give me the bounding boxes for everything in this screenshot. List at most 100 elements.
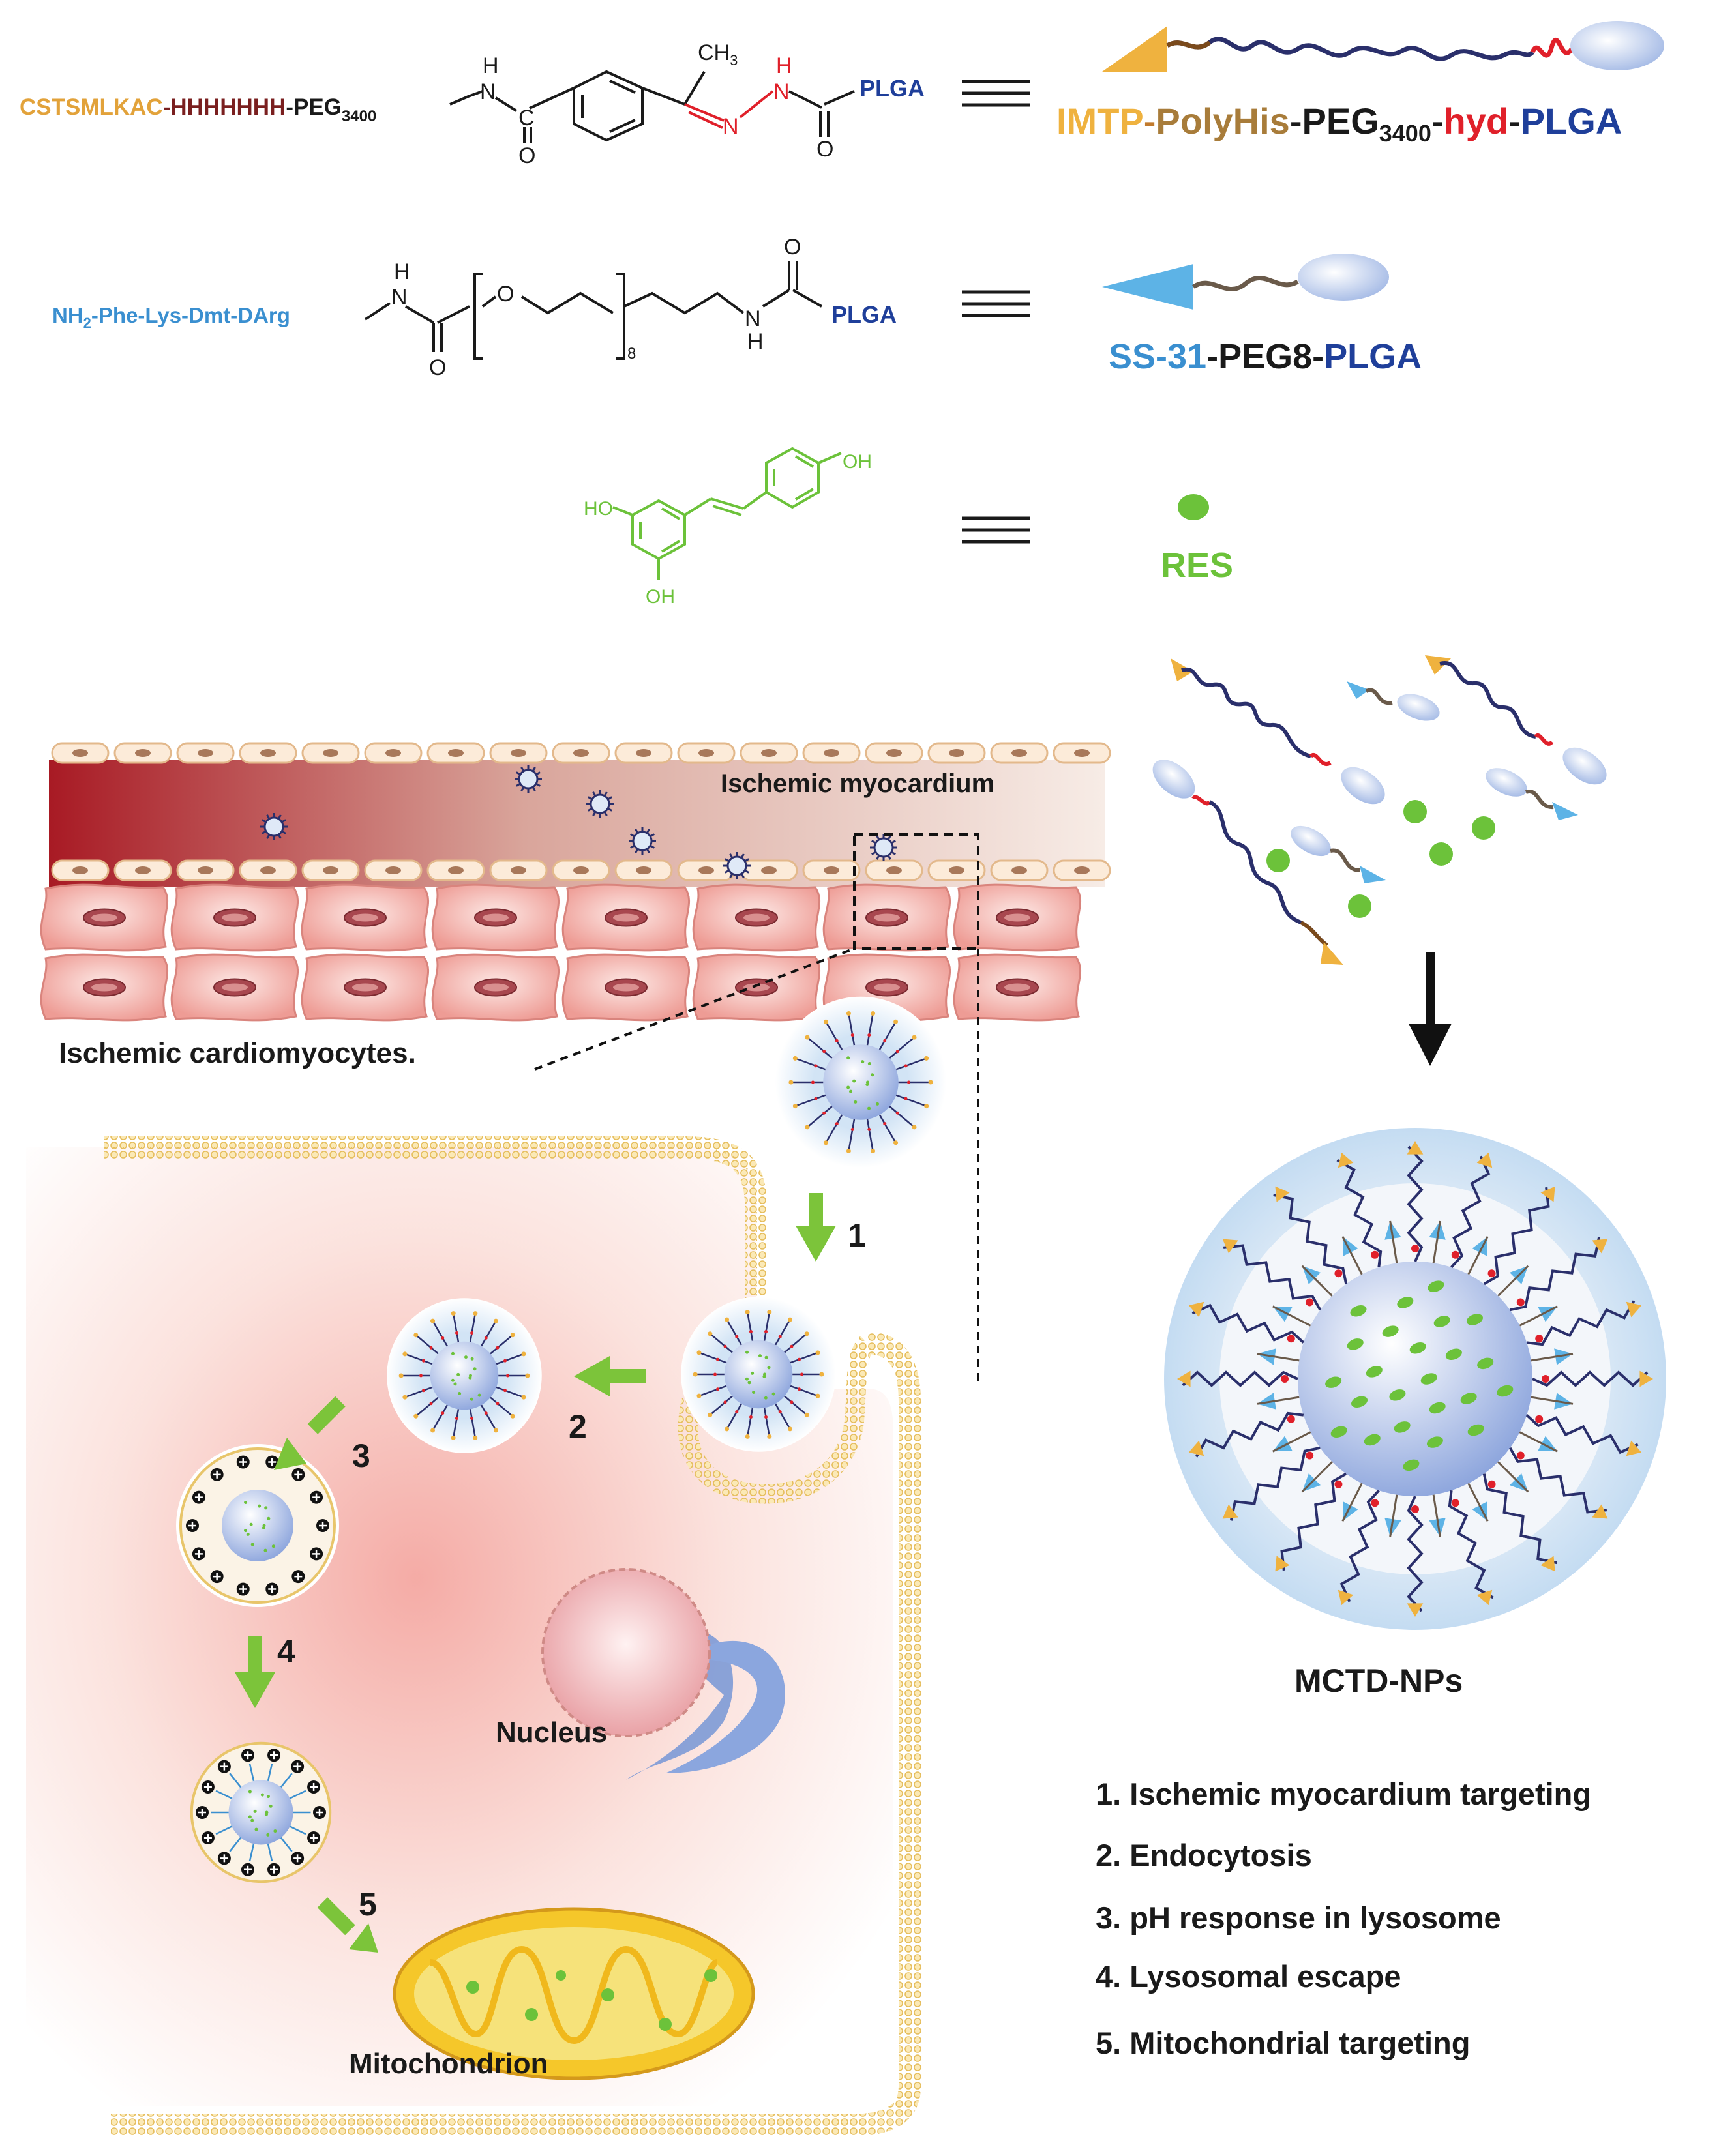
step-number-4: 4	[277, 1633, 295, 1670]
endothelial-nucleus	[698, 866, 714, 874]
polyhis-sequence: HHHHHHH	[170, 95, 286, 120]
res-particle	[1389, 1389, 1406, 1401]
cardiomyocyte	[692, 883, 821, 952]
endothelial-nucleus	[949, 749, 964, 757]
pathway-arrows	[235, 1193, 836, 1953]
res-particle	[1497, 1385, 1514, 1397]
corona-chain	[1177, 1348, 1300, 1387]
res-particle	[1460, 1393, 1477, 1404]
ischemic-myocardium-label: Ischemic myocardium	[721, 769, 994, 798]
cardiomyocyte	[561, 953, 691, 1022]
endothelial-nucleus	[636, 866, 651, 874]
endothelial-nucleus	[573, 866, 589, 874]
cardiomyocyte	[431, 883, 560, 952]
corona-chain	[1275, 1461, 1347, 1572]
corona-chain	[1338, 1483, 1380, 1606]
o-top: O	[784, 235, 801, 259]
o-bottom: O	[429, 355, 446, 380]
res-particle	[1397, 1297, 1414, 1308]
corona-chain	[1450, 1152, 1493, 1275]
cardiomyocyte	[170, 953, 299, 1022]
corona-chain	[1273, 1186, 1363, 1284]
corona-chain	[1384, 1494, 1424, 1617]
separator: -	[163, 95, 171, 120]
zoom-line-left	[534, 947, 855, 1071]
h-bottom: H	[747, 329, 764, 354]
endothelial-nucleus	[385, 866, 401, 874]
endothelial-nucleus	[448, 749, 464, 757]
repeat-count: 8	[627, 345, 636, 362]
free-polymer-ss31	[1291, 825, 1386, 883]
zoom-box	[853, 833, 979, 950]
endothelial-nucleus	[511, 866, 526, 874]
mctd-nanoparticle	[1164, 1128, 1666, 1630]
nh-n: N	[480, 80, 496, 104]
res-label: RES	[1161, 546, 1233, 585]
corona-chain	[1336, 1152, 1401, 1268]
endothelial-nucleus	[761, 749, 777, 757]
circulating-nanoparticles	[260, 765, 897, 879]
equivalence-sign-2	[962, 290, 1030, 317]
oh-top: OH	[843, 451, 872, 473]
cardiomyocyte	[953, 953, 1082, 1022]
imtp-polymer-label: IMTP-PolyHis-PEG3400-hyd-PLGA	[1056, 100, 1622, 147]
approaching-nanoparticle	[775, 996, 947, 1168]
escaped-nanoparticle	[190, 1741, 332, 1883]
res-particle	[1382, 1325, 1399, 1337]
cardiomyocyte	[301, 883, 430, 952]
res-particle	[1347, 1338, 1364, 1350]
endothelial-nucleus	[511, 749, 526, 757]
peg-subscript: 3400	[342, 108, 376, 125]
circulating-nanoparticle	[629, 827, 656, 855]
mitochondrion	[393, 1907, 755, 2080]
svg-text:CSTSMLKAC-HHHHHHH-PEG3400: CSTSMLKAC-HHHHHHH-PEG3400	[20, 95, 376, 125]
n-h-top: H	[394, 259, 410, 284]
methyl-group: CH3	[698, 40, 738, 68]
ischemic-cardiomyocytes-label: Ischemic cardiomyocytes.	[59, 1037, 416, 1069]
arrow-step-4	[235, 1636, 275, 1708]
corona-chain	[1222, 1431, 1321, 1521]
cardiomyocyte	[953, 883, 1082, 952]
endothelial-nucleus	[385, 749, 401, 757]
endothelial-nucleus	[135, 866, 151, 874]
endothelial-cells-top	[51, 742, 1111, 764]
endothelial-nucleus	[886, 866, 902, 874]
endothelial-nucleus	[949, 866, 964, 874]
free-res-molecules	[1266, 800, 1495, 918]
arrow-step-5	[317, 1897, 378, 1953]
corona-chain	[1222, 1239, 1333, 1311]
endosome-nanoparticle	[387, 1298, 542, 1453]
step-item-3: 3. pH response in lysosome	[1096, 1900, 1501, 1935]
free-polymer-imtp	[1171, 658, 1385, 805]
endothelial-nucleus	[824, 749, 839, 757]
res-particle	[1445, 1348, 1462, 1360]
equivalence-sign-3	[962, 516, 1030, 544]
plga-label-2: PLGA	[831, 301, 897, 328]
mitochondrion-label: Mitochondrion	[349, 2048, 548, 2080]
cardiomyocyte	[692, 953, 821, 1022]
row2-chemical-structure: NH2-Phe-Lys-Dmt-DArg H N O O 8 N H O PLG…	[52, 235, 897, 380]
blood-vessel	[49, 742, 1111, 887]
hydrazone-n2: N	[773, 80, 790, 104]
row1-chemical-structure: CSTSMLKAC-HHHHHHH-PEG3400	[20, 40, 925, 168]
free-polymer-imtp	[1425, 655, 1607, 785]
corona-chain	[1526, 1300, 1642, 1365]
endothelial-nucleus	[1011, 866, 1027, 874]
endothelial-nucleus	[886, 749, 902, 757]
nanoparticle-label: MCTD-NPs	[1294, 1662, 1463, 1699]
res-particle	[1403, 1459, 1420, 1471]
ss31-polymer-icon	[1102, 254, 1389, 310]
endothelial-nucleus	[1074, 866, 1090, 874]
res-particle	[1477, 1357, 1494, 1370]
nucleus	[541, 1568, 786, 1780]
steps-legend: 1. Ischemic myocardium targeting 2. Endo…	[1096, 1777, 1591, 2060]
res-particle	[1350, 1305, 1367, 1317]
plga-label: PLGA	[860, 75, 925, 102]
endothelial-nucleus	[1011, 749, 1027, 757]
res-particle	[1420, 1373, 1437, 1385]
pathway-nanoparticles	[176, 996, 947, 1883]
cardiomyocyte-layer	[40, 883, 1082, 1022]
assembly-arrow	[1409, 952, 1452, 1066]
